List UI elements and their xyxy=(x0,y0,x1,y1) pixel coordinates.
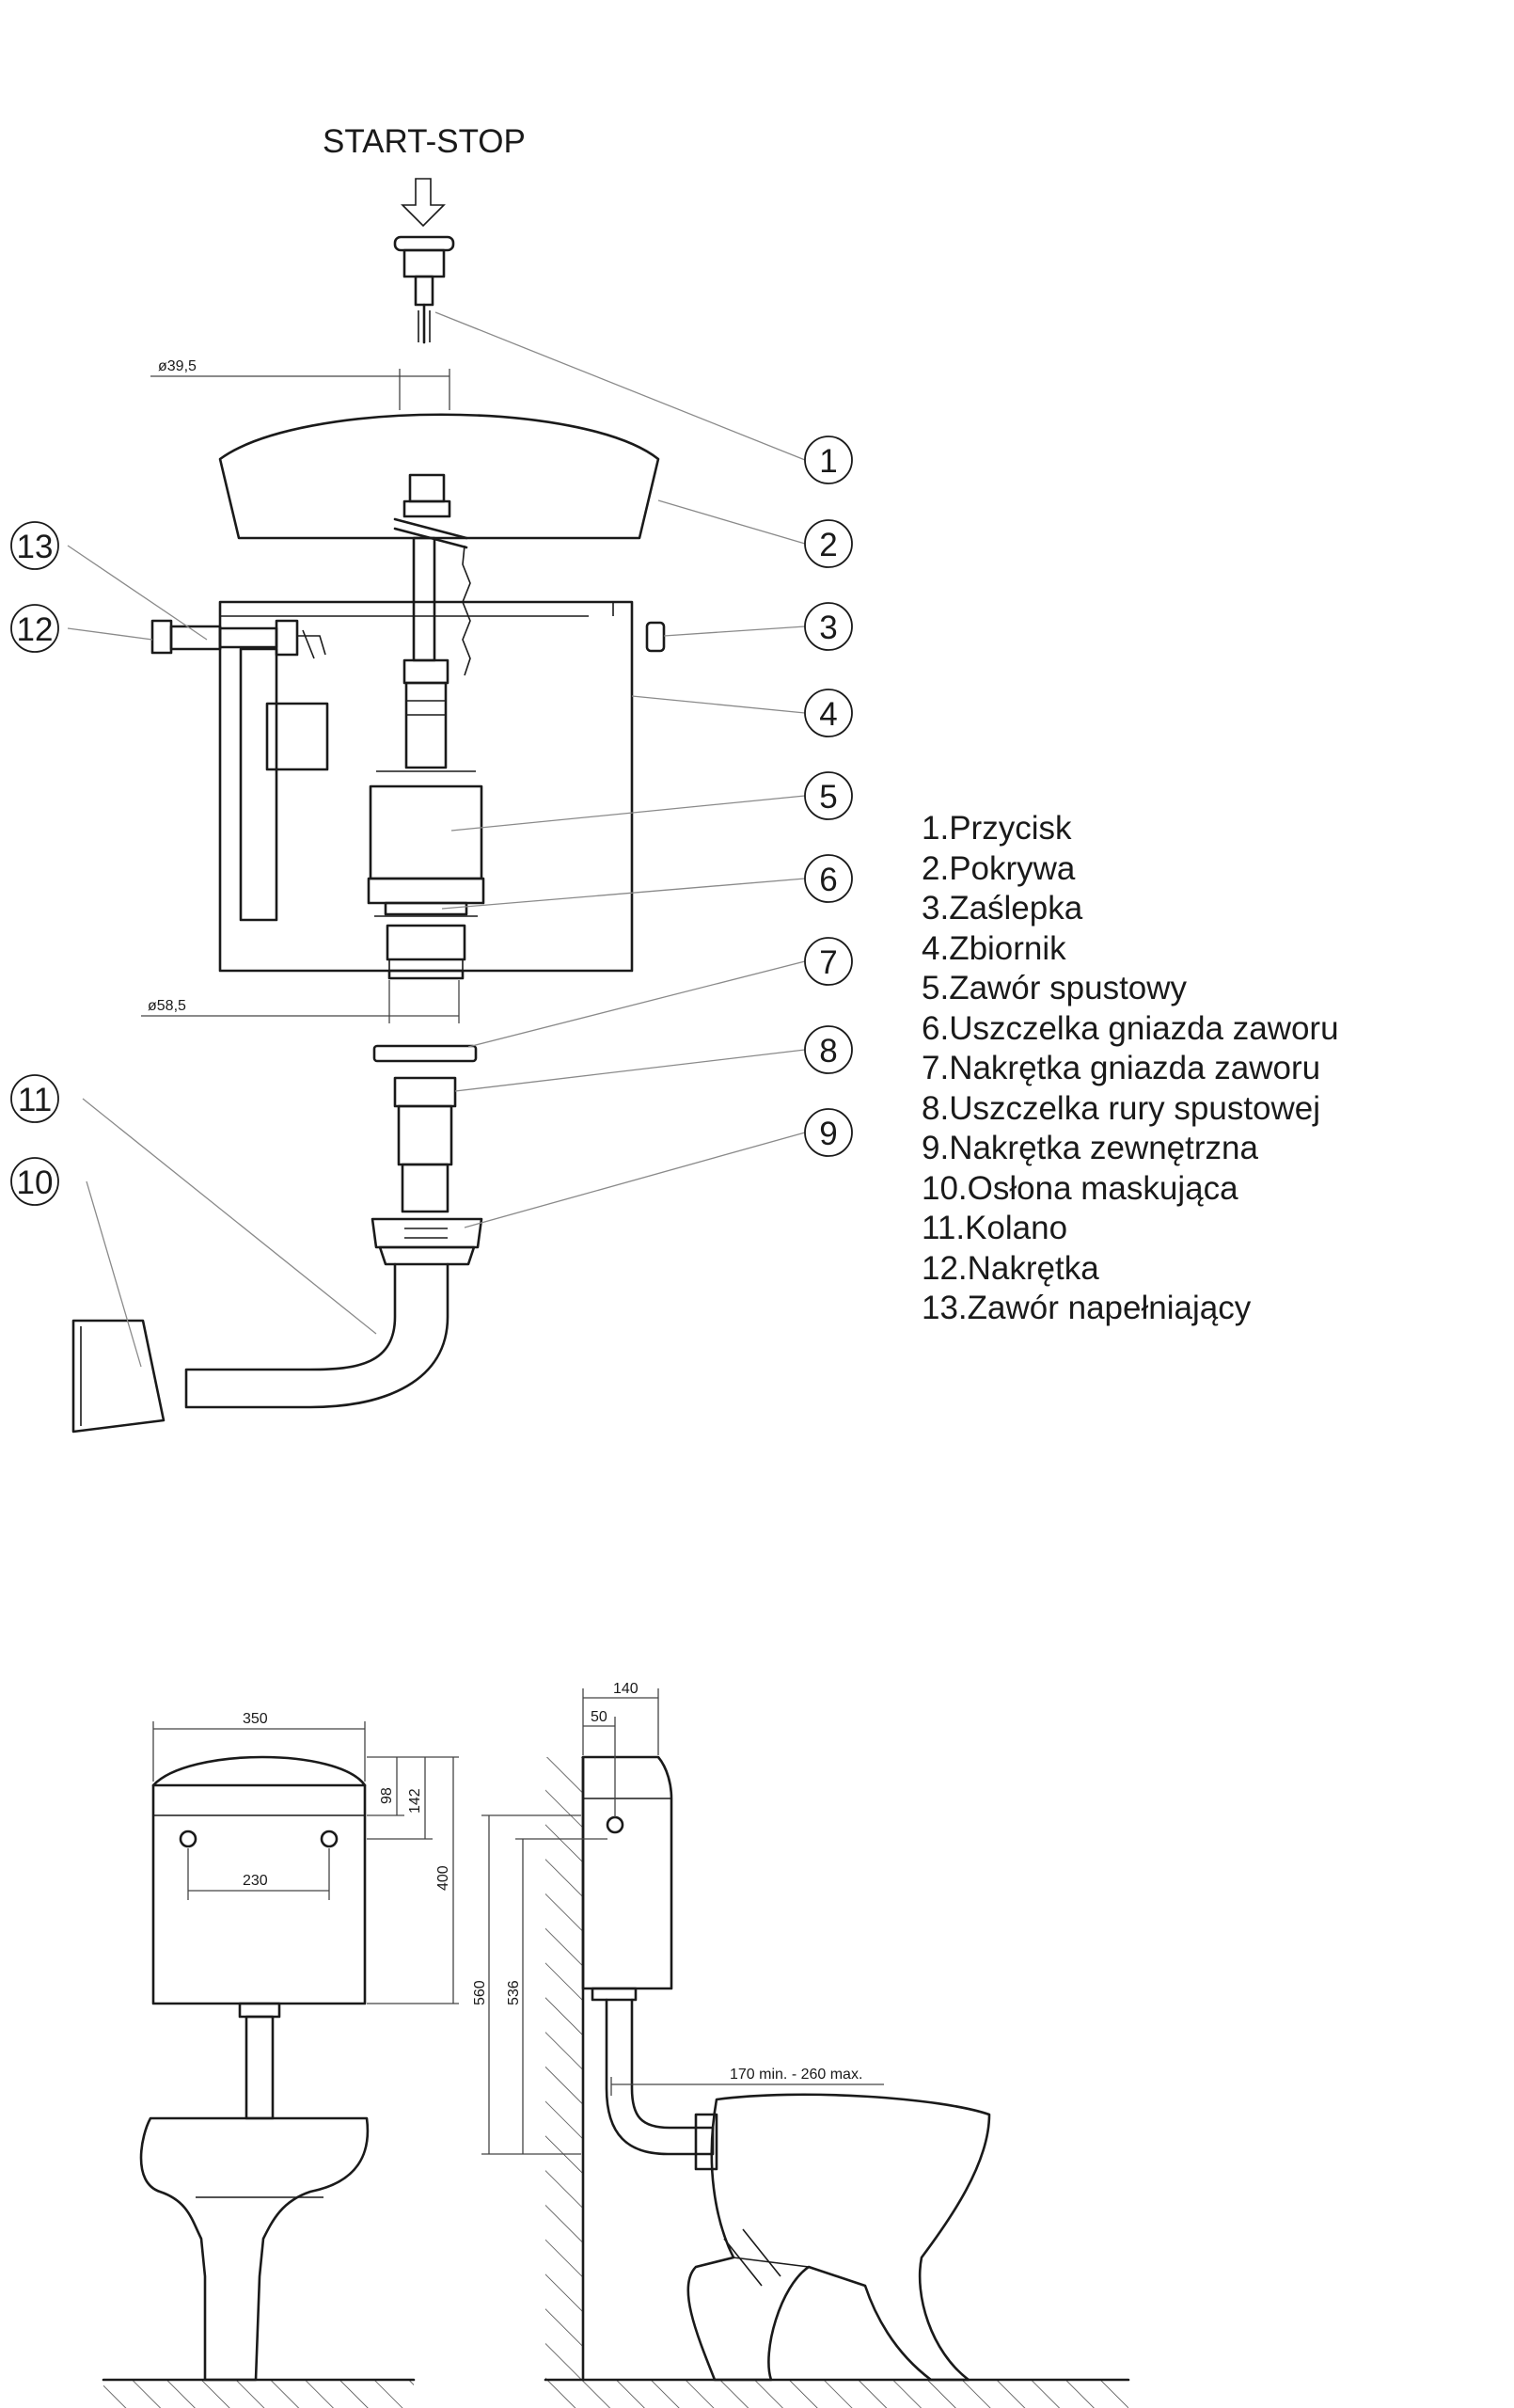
d142-text: 142 xyxy=(407,1788,423,1814)
legend-item: 1.Przycisk xyxy=(922,810,1072,847)
drain-valve xyxy=(367,658,485,917)
d536-text: 536 xyxy=(506,1980,522,2005)
callout-label-13: 13 xyxy=(17,529,54,565)
callout-circle-10 xyxy=(10,1157,59,1206)
exploded-view: START-STOP ø39,5 xyxy=(10,123,853,1434)
callout-label-12: 12 xyxy=(17,611,54,648)
nut xyxy=(150,619,173,655)
side-tank xyxy=(581,1755,673,1990)
start-stop-label: START-STOP xyxy=(323,123,526,160)
push-button xyxy=(393,235,455,344)
floor-hatch-left xyxy=(103,2380,414,2408)
button-diameter-dimension: ø39,5 xyxy=(150,358,450,410)
callout-label-1: 1 xyxy=(819,443,837,480)
legend-item: 5.Zawór spustowy xyxy=(922,970,1188,1006)
callout-label-5: 5 xyxy=(819,779,837,816)
elbow xyxy=(184,1262,449,1409)
plug xyxy=(645,621,666,653)
front-flush-pipe xyxy=(244,2015,275,2120)
legend-item: 9.Nakrętka zewnętrzna xyxy=(922,1130,1258,1166)
fill-valve xyxy=(150,619,329,922)
legend-item: 8.Uszczelka rury spustowej xyxy=(922,1089,1321,1127)
tank xyxy=(218,600,634,973)
button-diameter-text: ø39,5 xyxy=(158,358,197,374)
d560-text: 560 xyxy=(472,1980,488,2005)
callout-label-10: 10 xyxy=(17,1164,54,1201)
lid xyxy=(218,413,660,540)
callout-circle-4 xyxy=(804,689,853,737)
callout-label-3: 3 xyxy=(819,610,837,646)
side-bowl xyxy=(686,2093,991,2382)
legend-item: 13.Zawór napełniający xyxy=(922,1290,1252,1326)
mounting-hole-left xyxy=(179,1830,197,1848)
callout-label-8: 8 xyxy=(819,1033,837,1069)
callout-label-6: 6 xyxy=(819,862,837,898)
callout-circle-3 xyxy=(804,602,853,651)
front-bowl xyxy=(139,2116,370,2382)
leader-lines xyxy=(67,311,806,1368)
callout-label-2: 2 xyxy=(819,527,837,563)
flush-mechanism xyxy=(393,473,471,676)
legend-item: 2.Pokrywa xyxy=(922,849,1076,887)
legend-item: 3.Zaślepka xyxy=(922,890,1083,927)
callout-circle-1 xyxy=(804,436,853,484)
floor-hatch-right xyxy=(545,2380,1128,2408)
side-view: 140 50 560 536 170 min. - 260 max. xyxy=(472,1681,1130,2408)
d98-text: 98 xyxy=(379,1787,395,1804)
legend-item: 12.Nakrętka xyxy=(922,1249,1099,1287)
callout-circle-13 xyxy=(10,521,59,570)
callout-circle-5 xyxy=(804,771,853,820)
legend-item: 4.Zbiornik xyxy=(922,929,1066,967)
callout-circle-7 xyxy=(804,937,853,986)
seat-nut xyxy=(372,1044,478,1063)
press-arrow-icon xyxy=(401,178,446,228)
drain-pipe-gasket xyxy=(393,1076,457,1239)
legend-item: 7.Nakrętka gniazda zaworu xyxy=(922,1050,1321,1086)
callout-label-9: 9 xyxy=(819,1116,837,1152)
outer-nut xyxy=(371,1217,483,1249)
callout-circle-2 xyxy=(804,519,853,568)
hole-spacing-text: 230 xyxy=(243,1873,268,1889)
seat-diameter-text: ø58,5 xyxy=(148,998,186,1014)
callout-label-4: 4 xyxy=(819,696,837,733)
legend-item: 10.Osłona maskująca xyxy=(922,1169,1238,1207)
callout-label-7: 7 xyxy=(819,944,837,981)
d140-text: 140 xyxy=(613,1681,639,1697)
front-tank xyxy=(151,1783,367,2005)
front-view: 350 230 98 142 400 xyxy=(139,1711,459,2382)
seat-gasket xyxy=(386,924,466,961)
side-flush-pipe xyxy=(605,1998,715,2156)
d400-text: 400 xyxy=(435,1865,451,1891)
mounting-hole-right xyxy=(320,1830,339,1848)
callout-circle-6 xyxy=(804,854,853,903)
distance-text: 170 min. - 260 max. xyxy=(730,2067,862,2083)
masking-cover xyxy=(71,1319,166,1434)
wall-hatch xyxy=(545,1757,583,2380)
legend-item: 6.Uszczelka gniazda zaworu xyxy=(922,1009,1339,1047)
callout-circle-11 xyxy=(10,1074,59,1123)
legend-item: 11.Kolano xyxy=(922,1210,1068,1246)
width-text: 350 xyxy=(243,1711,268,1727)
callout-circle-12 xyxy=(10,604,59,653)
callout-circle-8 xyxy=(804,1025,853,1074)
d50-text: 50 xyxy=(591,1709,607,1725)
callout-label-11: 11 xyxy=(18,1082,52,1118)
callout-circle-9 xyxy=(804,1108,853,1157)
seat-diameter-dimension: ø58,5 xyxy=(141,980,460,1023)
callouts: 1 2 3 4 5 6 7 8 9 10 11 12 13 xyxy=(10,436,853,1206)
parts-legend: 1.Przycisk 2.Pokrywa 3.Zaślepka 4.Zbiorn… xyxy=(922,809,1448,1329)
